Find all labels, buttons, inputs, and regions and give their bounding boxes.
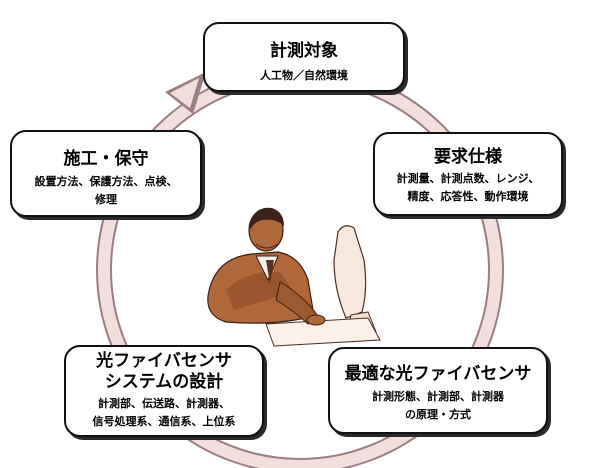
node-subtitle: 計測部、伝送路、計測器、 信号処理系、通信系、上位系 (92, 397, 236, 428)
cycle-node-construction-maintenance: 施工・保守 設置方法、保護方法、点検、 修理 (10, 130, 202, 217)
cycle-node-system-design: 光ファイバセンサ システムの設計 計測部、伝送路、計測器、 信号処理系、通信系、… (64, 345, 264, 437)
node-subtitle: 計測量、計測点数、レンジ、 精度、応答性、動作環境 (396, 172, 540, 203)
node-subtitle: 設置方法、保護方法、点検、 修理 (34, 175, 178, 206)
node-subtitle: 計測形態、計測部、計測器 の原理・方式 (372, 390, 504, 421)
node-title: 光ファイバセンサ システムの設計 (96, 351, 232, 392)
cycle-node-requirements: 要求仕様 計測量、計測点数、レンジ、 精度、応答性、動作環境 (373, 132, 563, 216)
node-title: 最適な光ファイバセンサ (344, 364, 532, 384)
node-title: 要求仕様 (434, 147, 502, 167)
cycle-arrow-head (165, 72, 206, 114)
cycle-node-target: 計測対象 人工物／自然環境 (203, 22, 405, 92)
node-subtitle: 人工物／自然環境 (260, 69, 348, 82)
person-at-computer-clipart (207, 207, 381, 347)
node-title: 計測対象 (270, 41, 338, 61)
node-title: 施工・保守 (63, 149, 149, 169)
cycle-node-optimal-sensor: 最適な光ファイバセンサ 計測形態、計測部、計測器 の原理・方式 (328, 347, 548, 434)
